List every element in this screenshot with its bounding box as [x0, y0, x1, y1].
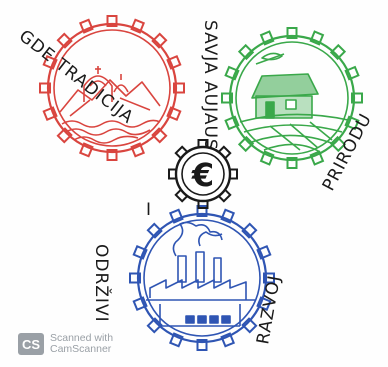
- label-connector-i: I: [146, 200, 152, 220]
- label-bottom-left: ODRŽIVI: [91, 244, 113, 323]
- blue-gear: [130, 206, 274, 350]
- watermark-text: Scanned with CamScanner: [50, 333, 113, 355]
- euro-icon: €: [191, 156, 214, 194]
- camscanner-watermark: CS Scanned with CamScanner: [18, 333, 113, 355]
- factory-icon: [146, 222, 256, 326]
- camscanner-logo: CS: [18, 333, 44, 355]
- label-top-center: SAVJA AUJAUS: [200, 20, 220, 151]
- watermark-line-2: CamScanner: [50, 344, 113, 355]
- red-gear: [40, 16, 184, 160]
